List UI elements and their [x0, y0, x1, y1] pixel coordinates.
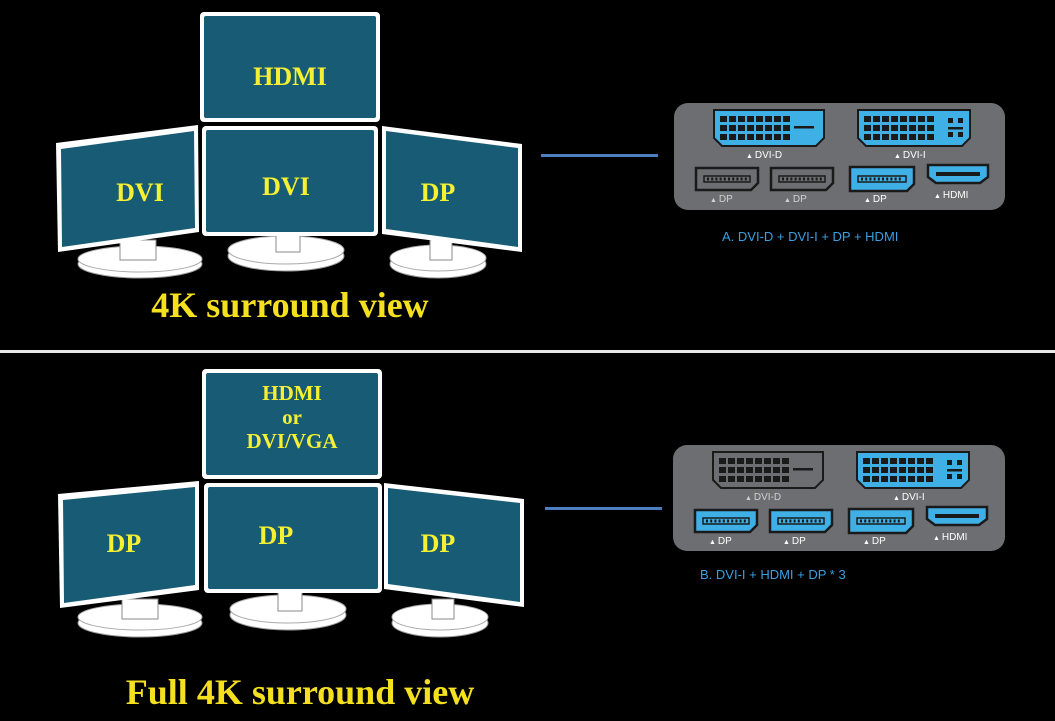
monitor-left-label: DP	[106, 529, 142, 558]
port-dp-icon	[768, 508, 834, 534]
monitor-left	[56, 125, 203, 279]
connector-line-bottom	[545, 507, 662, 510]
monitor-top	[200, 12, 380, 122]
monitor-array-top	[56, 12, 522, 279]
port-label: ▲ DP	[784, 194, 807, 205]
monitor-top-label: HDMI or DVI/VGA	[246, 381, 338, 454]
monitor-right-label: DP	[420, 178, 456, 207]
monitor-array-bottom	[58, 369, 524, 638]
port-dvi-i-icon	[857, 109, 971, 147]
port-label: ▲ HDMI	[933, 532, 967, 543]
port-dp-icon	[769, 166, 835, 192]
monitor-left	[58, 481, 203, 638]
port-dvi-d-icon	[712, 451, 824, 489]
port-label: ▲ DP	[863, 536, 886, 547]
port-dp-icon	[694, 166, 760, 192]
config-label-top: A. DVI-D + DVI-I + DP + HDMI	[722, 229, 899, 244]
port-label: ▲ DVI-D	[746, 150, 782, 161]
port-label: ▲ DP	[709, 536, 732, 547]
port-dvi-d-icon	[713, 109, 825, 147]
port-label: ▲ HDMI	[934, 190, 968, 201]
monitor-right	[384, 483, 524, 638]
monitor-right-label: DP	[420, 529, 456, 558]
section-bottom: HDMI or DVI/VGA DP DP DP Full 4K surroun…	[0, 353, 1055, 721]
caption-top: 4K surround view	[151, 285, 429, 325]
port-label: ▲ DP	[710, 194, 733, 205]
port-label: ▲ DVI-D	[745, 492, 781, 503]
monitor-top	[202, 369, 382, 479]
section-divider	[0, 350, 1055, 353]
port-dvi-i-icon	[856, 451, 970, 489]
port-hdmi-icon	[926, 163, 990, 185]
port-label: ▲ DP	[864, 194, 887, 205]
port-label: ▲ DVI-I	[894, 150, 926, 161]
port-label: ▲ DP	[783, 536, 806, 547]
monitor-center	[202, 126, 378, 272]
monitor-center-label: DVI	[262, 172, 310, 201]
connector-line-top	[541, 154, 658, 157]
section-top: HDMI DVI DVI DP 4K surround view ▲ DVI-D…	[0, 0, 1055, 350]
ports-bottom: ▲ DVI-D ▲ DVI-I ▲ DP ▲ DP ▲ DP ▲ HDMI	[693, 451, 989, 547]
port-dp-icon	[693, 508, 759, 534]
monitor-center-label: DP	[258, 521, 294, 550]
monitor-left-label: DVI	[116, 178, 164, 207]
ports-top: ▲ DVI-D ▲ DVI-I ▲ DP ▲ DP ▲ DP ▲ HDMI	[694, 109, 990, 205]
port-dp-icon	[848, 165, 916, 193]
port-dp-icon	[847, 507, 915, 535]
config-label-bottom: B. DVI-I + HDMI + DP * 3	[700, 567, 846, 582]
monitor-right	[382, 126, 522, 279]
monitor-top-label: HDMI	[253, 62, 327, 91]
port-hdmi-icon	[925, 505, 989, 527]
port-label: ▲ DVI-I	[893, 492, 925, 503]
caption-bottom: Full 4K surround view	[125, 672, 475, 712]
monitor-center	[204, 483, 382, 631]
